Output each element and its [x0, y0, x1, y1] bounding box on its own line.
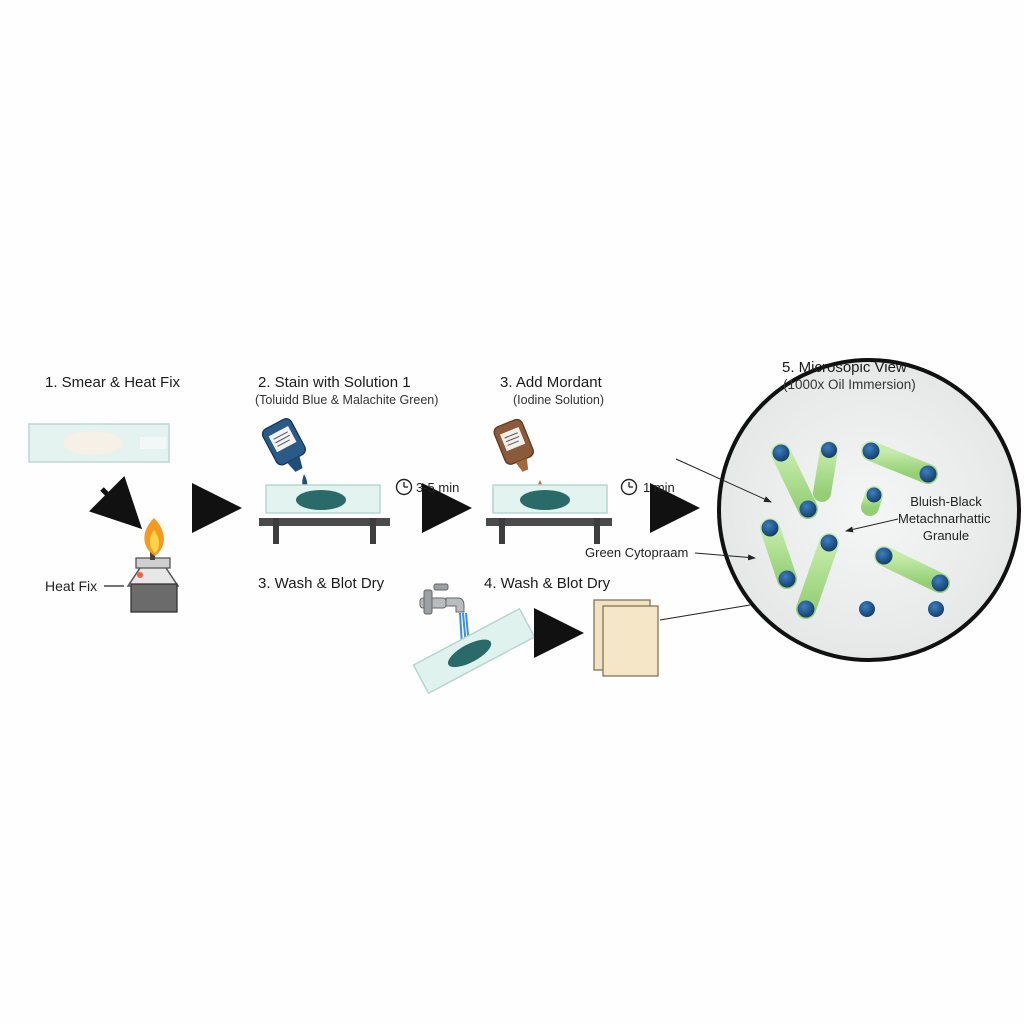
mordant-smear	[520, 490, 570, 510]
wash-a-title: 3. Wash & Blot Dry	[258, 575, 385, 592]
faucet-icon	[419, 583, 465, 615]
cell-6	[796, 533, 839, 619]
cell-1	[771, 443, 818, 519]
step1-slide	[28, 423, 170, 463]
stain-rack	[259, 484, 390, 544]
cell-7	[874, 546, 950, 593]
cell-4	[861, 486, 883, 516]
step2-subtitle: (Toluidd Blue & Malachite Green)	[255, 393, 439, 407]
step5-title: 5. Microsopic View	[782, 359, 907, 376]
step2-title: 2. Stain with Solution 1	[258, 374, 411, 391]
clock-icon-2	[620, 478, 638, 496]
stain-smear	[296, 490, 346, 510]
granule-label-line3: Granule	[922, 528, 970, 543]
cell-8	[858, 600, 945, 618]
step3-title: 3. Add Mordant	[500, 374, 602, 391]
step3-subtitle: (Iodine Solution)	[513, 393, 605, 407]
pointer-granule-label	[845, 518, 899, 533]
heat-fix-label: Heat Fix	[45, 578, 98, 594]
step3-time: 1 min	[643, 480, 675, 495]
cell-3	[861, 441, 938, 484]
step1-down-arrow	[89, 476, 143, 530]
step5-subtitle: (1000x Oil Immersion)	[783, 377, 916, 392]
stain-bottle-icon	[261, 418, 306, 472]
step1-title: 1. Smear & Heat Fix	[45, 374, 181, 391]
granule-label-line1: Bluish-Black	[910, 494, 982, 509]
cytoplasm-label: Green Cytopraam	[585, 545, 689, 560]
mordant-bottle-icon	[493, 418, 534, 472]
pointer-cytoplasm	[694, 552, 756, 561]
pointer-blot-to-field	[659, 604, 751, 621]
blotting-paper-icon	[593, 599, 659, 677]
wash-b-title: 4. Wash & Blot Dry	[484, 575, 611, 592]
wash-slide	[412, 607, 536, 695]
clock-icon	[395, 478, 413, 496]
step2-time: 3-5 min	[416, 480, 460, 495]
granule-label-line2: Metachnarhattic	[898, 511, 991, 526]
burner-icon	[126, 550, 180, 613]
flame-icon	[137, 518, 164, 578]
cell-2	[813, 441, 838, 502]
cell-5	[760, 518, 797, 589]
pointer-granule-from-outside	[675, 458, 772, 503]
mordant-rack	[486, 484, 612, 544]
granule-label: Bluish-Black Metachnarhattic Granule	[898, 493, 991, 544]
